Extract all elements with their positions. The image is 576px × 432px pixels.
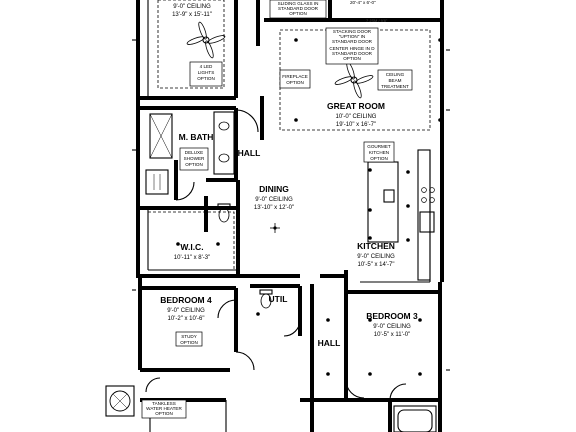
kitchen-island (367, 161, 399, 243)
great-room-ceiling: 10'-0" CEILING (336, 114, 377, 120)
dining-ceiling: 9'-0" CEILING (255, 197, 293, 203)
labels: 20'-4" x 6'-0" 7 JSM / 9'8" 9'-0" CEILIN… (146, 0, 418, 416)
dimension-ticks (132, 39, 450, 371)
stacking-door-option-1: STACKING DOOR (333, 29, 372, 34)
kitchen-title: KITCHEN (357, 241, 395, 251)
upper-hall-title: HALL (238, 148, 261, 158)
beam-option-2: BEAM (388, 78, 401, 83)
lower-hall-title: HALL (318, 338, 341, 348)
bedroom-4-title: BEDROOM 4 (160, 295, 212, 305)
led-lights-option-1: 4 LED (200, 64, 213, 69)
wic-size: 10'-11" x 8'-3" (174, 255, 210, 261)
kitchen-size: 10'-5" x 14'-7" (358, 262, 395, 268)
shower-option-3: OPTION (185, 162, 203, 167)
bedroom-3-size: 10'-5" x 11'-0" (374, 332, 410, 338)
water-heater-icon (105, 385, 135, 417)
shower-option-2: SHOWER (184, 156, 205, 161)
wic-title: W.I.C. (180, 242, 203, 252)
shower (149, 113, 173, 159)
led-lights-option-2: LIGHTS (198, 70, 215, 75)
bedroom-4-ceiling: 9'-0" CEILING (167, 308, 205, 314)
stacking-door-option-2: "UPTION" IN (339, 34, 366, 39)
tankless-option-1: TANKLESS (152, 401, 176, 406)
great-room-size: 19'-10" x 16'-7" (336, 122, 376, 128)
door-swings (145, 109, 407, 401)
bathtub (393, 405, 437, 432)
kitchen-ceiling: 9'-0" CEILING (357, 254, 395, 260)
beam-option-1: CEILING (386, 72, 405, 77)
ceiling-fan-icon (186, 21, 226, 59)
gourmet-option-3: OPTION (370, 156, 388, 161)
sliding-glass-option-3: OPTION (289, 11, 307, 16)
fireplace-option-1: FIREPLACE (282, 74, 308, 79)
study-option-2: OPTION (180, 340, 198, 345)
kitchen-counter (417, 149, 435, 281)
shower-option-1: DELUXE (185, 150, 203, 155)
study-option-1: STUDY (181, 334, 197, 339)
stacking-door-option-3: STANDARD DOOR (332, 39, 373, 44)
recessed-lights (176, 38, 442, 376)
center-hinge-option-2: STANDARD DOOR (332, 51, 373, 56)
toilet-icon (217, 203, 273, 309)
util-title: UTIL (269, 294, 288, 304)
dining-size: 13'-10" x 12'-0" (254, 205, 294, 211)
center-hinge-option-3: OPTION (343, 56, 361, 61)
bedroom-3-title: BEDROOM 3 (366, 311, 418, 321)
walls (136, 0, 444, 432)
linen-closet (145, 169, 169, 195)
gourmet-option-1: GOURMET (367, 144, 391, 149)
light-fixture-icon (270, 223, 280, 233)
master-bed-size: 13'-9" x 15'-11" (172, 12, 212, 18)
tankless-option-3: OPTION (155, 411, 173, 416)
sliding-glass-option-2: STANDARD DOOR (278, 6, 319, 11)
sliding-glass-option-1: SLIDING GLASS IN (278, 1, 319, 6)
top-dim-fragment: 7 JSM / 9'8" (366, 18, 388, 23)
bedroom-3-ceiling: 9'-0" CEILING (373, 324, 411, 330)
ceiling-fan-icon (334, 61, 374, 99)
gourmet-option-2: KITCHEN (369, 150, 389, 155)
tankless-option-2: WATER HEATER (146, 406, 182, 411)
dining-title: DINING (259, 184, 289, 194)
bedroom-4-size: 10'-2" x 10'-6" (168, 316, 205, 322)
option-boxes (141, 0, 413, 419)
great-room-title: GREAT ROOM (327, 101, 385, 111)
center-hinge-option-1: CENTER HINGE IN D (329, 46, 375, 51)
led-lights-option-3: OPTION (197, 76, 215, 81)
top-size-fragment: 20'-4" x 6'-0" (350, 0, 376, 5)
master-bed-ceiling: 9'-0" CEILING (173, 4, 211, 10)
beam-option-3: TREATMENT (381, 84, 409, 89)
interior-lines (137, 0, 431, 432)
vanity (213, 111, 235, 175)
fireplace-option-2: OPTION (286, 80, 304, 85)
master-bath-title: M. BATH (179, 132, 214, 142)
